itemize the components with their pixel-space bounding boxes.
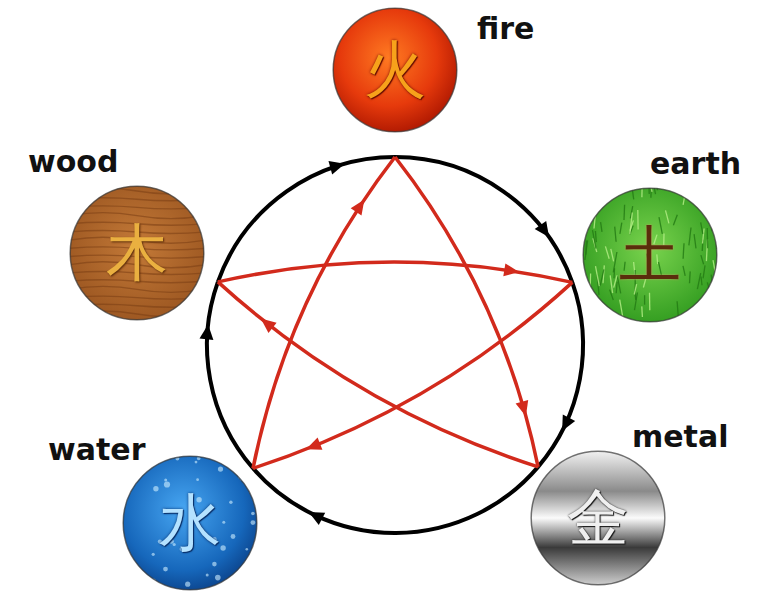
controlling-line — [218, 282, 538, 467]
element-node: fire火 — [332, 7, 458, 133]
element-character: 木 — [69, 185, 205, 321]
controlling-line — [218, 262, 572, 282]
element-node: metal金 — [530, 450, 666, 586]
element-name: earth — [650, 147, 741, 180]
star-line — [395, 157, 538, 467]
controlling-line — [253, 282, 572, 468]
generating-arc — [200, 282, 254, 468]
star-line — [218, 262, 572, 282]
arrow-head — [329, 161, 345, 175]
element-name: metal — [632, 420, 728, 453]
arc-line — [253, 467, 538, 533]
element-name: wood — [28, 145, 118, 178]
generating-arc — [253, 467, 538, 533]
arc-line — [538, 282, 583, 467]
element-name: fire — [477, 12, 534, 45]
element-node: water水 — [122, 455, 258, 591]
arrow-head — [351, 200, 365, 216]
generating-arc — [538, 282, 583, 467]
arrow-head — [516, 400, 529, 416]
arrow-head — [200, 324, 214, 340]
element-character: 水 — [122, 455, 258, 591]
arrow-head — [261, 318, 277, 333]
controlling-line — [253, 157, 395, 468]
element-character: 土 — [582, 187, 718, 323]
element-node: wood木 — [69, 185, 205, 321]
element-name: water — [48, 433, 145, 466]
controlling-line — [395, 157, 538, 467]
arrow-head — [562, 415, 575, 432]
element-character: 火 — [332, 7, 458, 133]
element-node: earth土 — [582, 187, 718, 323]
arrow-head — [503, 263, 519, 276]
arc-line — [207, 282, 253, 468]
element-character: 金 — [530, 450, 666, 586]
star-line — [253, 157, 395, 468]
star-line — [253, 282, 572, 468]
arrow-head — [306, 438, 322, 450]
arrow-head — [535, 221, 549, 237]
star-line — [218, 282, 538, 467]
arrow-head — [309, 512, 326, 525]
